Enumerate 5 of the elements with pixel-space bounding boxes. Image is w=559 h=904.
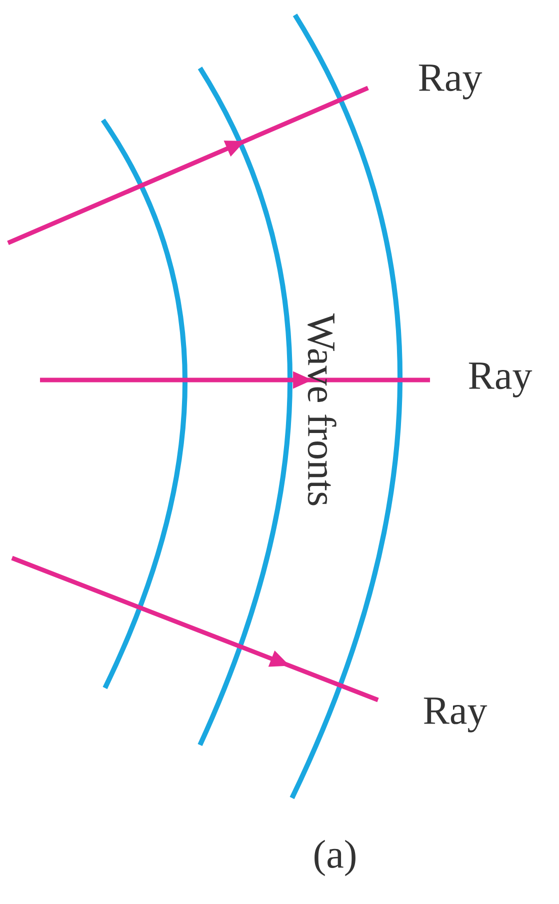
caption: (a) [314, 840, 356, 876]
ray-label: Ray [424, 698, 488, 732]
ray-label: Ray [468, 362, 532, 398]
wave-fronts-label: Wave fronts [308, 313, 336, 506]
ray-label: Ray [418, 64, 482, 100]
